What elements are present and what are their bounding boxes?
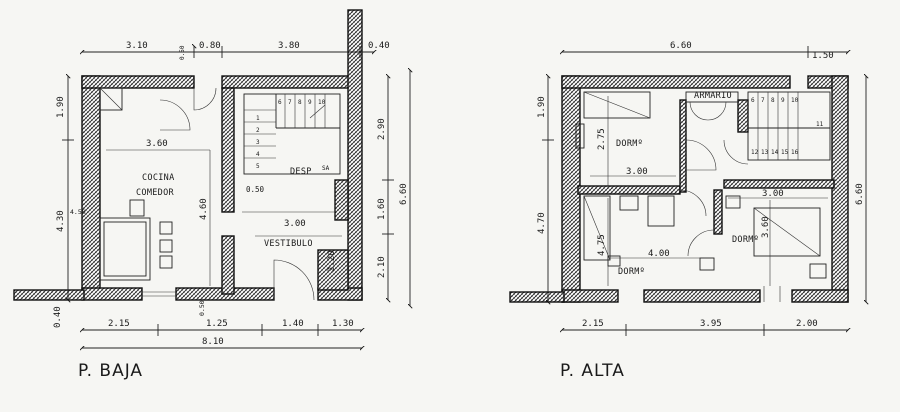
alta-walls	[509, 75, 849, 303]
room-cocina: COCINA	[142, 173, 175, 183]
dim-label: 2.20	[327, 250, 337, 272]
dim-label: 2.75	[597, 128, 607, 150]
alta-door-1	[685, 139, 717, 171]
dim-label: 0.50	[179, 45, 186, 60]
dim-label: 8.10	[202, 337, 224, 347]
dim-label: 0.50	[246, 185, 265, 194]
room-dormitorio-1: DORMº	[616, 139, 643, 149]
stair-step: 9	[308, 99, 312, 106]
stair-step: 8	[771, 97, 775, 104]
stair-step: 12	[751, 149, 759, 156]
stair-step: 7	[761, 97, 765, 104]
chimney	[99, 87, 123, 111]
dim-label: 3.60	[146, 139, 168, 149]
stair-step: 10	[318, 99, 326, 106]
dim-label: 6.60	[855, 183, 865, 205]
stair-step: 10	[791, 97, 799, 104]
dim-label: 0.40	[368, 41, 390, 51]
dim-label: 2.15	[582, 319, 604, 329]
dim-label: 2.15	[108, 319, 130, 329]
dim-label: 3.00	[626, 167, 648, 177]
stair-step: 15	[781, 149, 789, 156]
dim-label: 2.90	[377, 118, 387, 140]
dim-label: 6.60	[670, 41, 692, 51]
dim-label: 4.30	[56, 210, 66, 232]
stair-step: 4	[256, 151, 260, 158]
dim-label: 4.00	[648, 249, 670, 259]
room-vestibulo: VESTIBULO	[264, 239, 313, 249]
stair-step: 8	[298, 99, 302, 106]
stair-step: 9	[781, 97, 785, 104]
dim-label: 3.00	[762, 189, 784, 199]
stair-step: 16	[791, 149, 799, 156]
room-dormitorio-2: DORMº	[618, 267, 645, 277]
alta-door-4	[687, 229, 715, 257]
alta-door-2	[723, 139, 749, 165]
dim-label: 3.00	[284, 219, 306, 229]
dim-label: 1.90	[537, 96, 547, 118]
stair-step: 14	[771, 149, 779, 156]
baja-door-top	[193, 87, 217, 111]
title-planta-alta: P. ALTA	[560, 361, 625, 381]
stair-step: 6	[278, 99, 282, 106]
dim-label: 3.60	[761, 216, 771, 238]
dim-label: 0.50	[198, 300, 206, 316]
baja-furniture	[99, 199, 173, 281]
baja-dimensions: 3.10 0.80 3.80 0.40 0.50 1.90 4.30 4.50 …	[53, 41, 410, 348]
stair-step: 13	[761, 149, 769, 156]
stair-step: 1	[256, 115, 260, 122]
dim-label: 4.50	[70, 208, 86, 216]
dim-label: 3.95	[700, 319, 722, 329]
stair-step: 11	[816, 121, 824, 128]
dim-label: 3.10	[126, 41, 148, 51]
alta-door-3	[679, 189, 707, 217]
dim-label: 4.70	[537, 212, 547, 234]
planta-baja: 1 2 3 4 5 6 7 8 9 10 COCINA COMEDOR DE	[13, 9, 410, 381]
alta-furniture	[575, 91, 827, 279]
alta-armario-doors	[689, 101, 727, 121]
baja-door-cocina	[159, 99, 191, 131]
room-dormitorio-3: DORMº	[732, 235, 759, 245]
stair-step: 5	[256, 163, 260, 170]
dim-label: 4.75	[597, 234, 607, 256]
room-despensa: DESP	[290, 167, 312, 177]
dim-label: 1.90	[56, 96, 66, 118]
dim-label: 3.80	[278, 41, 300, 51]
dim-label: 1.40	[282, 319, 304, 329]
baja-stairs: 1 2 3 4 5 6 7 8 9 10	[243, 93, 341, 175]
dim-label: 1.25	[206, 319, 228, 329]
baja-door-entrance	[273, 259, 315, 301]
stair-step: 2	[256, 127, 260, 134]
dim-label: 1.50	[812, 51, 834, 61]
alta-stairs: 6 7 8 9 10 11 12 13 14 15 16	[747, 91, 831, 161]
dim-label: 2.00	[796, 319, 818, 329]
dim-label: 0.80	[199, 41, 221, 51]
baja-walls	[13, 9, 363, 301]
dim-label: 0.40	[53, 306, 63, 328]
stair-step: 3	[256, 139, 260, 146]
dim-label: 2.10	[377, 256, 387, 278]
room-despensa-sup: SA	[322, 165, 330, 172]
dim-label: 1.30	[332, 319, 354, 329]
dim-label: 4.60	[199, 198, 209, 220]
alta-door-5	[763, 286, 781, 302]
planta-alta: 6 7 8 9 10 11 12 13 14 15 16	[509, 41, 866, 381]
room-comedor: COMEDOR	[136, 188, 175, 198]
stair-step: 6	[751, 97, 755, 104]
room-armario: ARMARIO	[694, 91, 732, 101]
title-planta-baja: P. BAJA	[78, 361, 143, 381]
stair-step: 7	[288, 99, 292, 106]
alta-dimensions: 6.60 1.50 1.90 4.70 6.60 2.15 3.95 2.00 …	[537, 41, 866, 336]
dim-label: 1.60	[377, 198, 387, 220]
dim-label: 6.60	[399, 183, 409, 205]
